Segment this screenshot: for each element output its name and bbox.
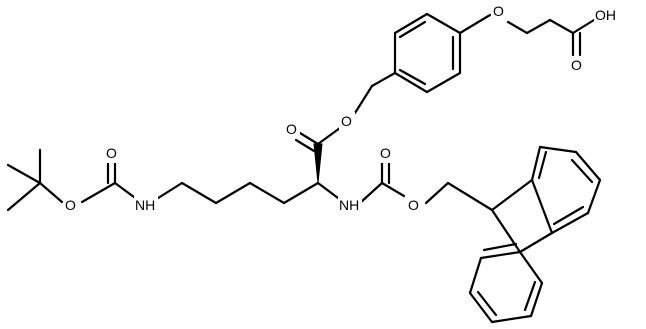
bond-lower-2 [468, 256, 483, 295]
bond-cq-me2 [6, 163, 42, 185]
bond-oboc-cq [38, 181, 64, 204]
atom-n-epsilon: NH [135, 197, 155, 213]
atom-o-ester-single: O [341, 113, 352, 129]
bond-upper-6i [552, 205, 585, 226]
bond-cooh-c2 [548, 18, 575, 35]
bond-upper-4 [574, 150, 602, 182]
bond-side-1 [282, 181, 320, 205]
bond-ccarbonyl-o-a [298, 131, 320, 146]
bond-side-4 [180, 181, 218, 205]
atom-o-boc-carbonyl: O [106, 145, 117, 161]
bond-fluorene-bridge [518, 231, 554, 254]
bond-upper-2 [530, 145, 542, 182]
bond-upper-5 [586, 178, 602, 215]
bond-ch2-c9 [446, 181, 494, 212]
bond-ring-5 [393, 12, 429, 35]
stereo-wedge [313, 143, 323, 184]
bond-lower-6 [518, 250, 544, 285]
bond-upper-3 [538, 145, 578, 154]
atom-n-alpha: NH [339, 197, 359, 213]
bond-lower-3i [476, 290, 498, 317]
atom-o-ether: O [493, 3, 504, 19]
bg-o-boc-ester [63, 196, 79, 214]
bond-ring-2 [425, 71, 462, 94]
bond-side-2 [248, 181, 286, 205]
bond-lower-5i [523, 280, 537, 312]
bond-ring-5i [398, 20, 427, 39]
atom-labels: OH O O O O O O NH NH O O [63, 2, 618, 214]
bond-lower-3 [468, 291, 494, 324]
bond-ccarbamate-oester [380, 181, 406, 198]
bond-calpha-nh [316, 181, 340, 200]
bond-ring-ch2 [370, 71, 397, 88]
bond-ch2-oester [353, 84, 374, 115]
bond-side-3 [214, 181, 252, 205]
bg-o-boc-carbonyl [104, 145, 120, 163]
atom-o-acid-carbonyl: O [571, 57, 582, 73]
atom-oh: OH [595, 7, 616, 23]
bond-ring-6 [425, 12, 462, 35]
bond-lower-1 [479, 250, 522, 260]
bg-n-epsilon [134, 196, 158, 214]
bond-oether-ring [458, 13, 492, 35]
bg-o-fmoc-ester [406, 196, 422, 214]
bond-c3-oether [506, 20, 529, 35]
atom-o-boc-ester: O [65, 197, 76, 213]
bg-o-ester-carbonyl [284, 120, 300, 138]
bond-lower-1i [482, 242, 518, 252]
bg-n-alpha [338, 196, 362, 214]
atom-o-carbamate-carbonyl: O [380, 145, 391, 161]
bond-cq-me3 [6, 181, 42, 212]
bond-ccarbonyl-o-b [294, 138, 316, 153]
bond-oester-ccarbonyl [316, 126, 342, 146]
bond-lower-4 [490, 314, 533, 324]
bond-upper-2i [537, 150, 548, 180]
bg-o-acid [569, 56, 583, 74]
bond-c2-c3 [525, 18, 552, 35]
bond-cooh-oh [571, 18, 596, 35]
bonds [6, 12, 602, 324]
bond-upper-6 [550, 211, 590, 235]
bond-side-5 [153, 181, 184, 202]
bg-o-ether [491, 2, 507, 20]
bg-o-carbamate-carbonyl [378, 145, 394, 163]
bg-oh [594, 6, 618, 24]
bond-ring-3 [393, 71, 429, 94]
bg-o-ester-single [339, 112, 355, 130]
bond-c9-upper [490, 178, 534, 212]
bond-upper-1 [530, 178, 554, 235]
bond-lower-5 [529, 281, 544, 318]
bond-upper-4i [570, 158, 594, 184]
bond-ofmoc-ch2 [424, 181, 450, 205]
bond-ring-3i [398, 68, 427, 86]
bond-cboc-oester [80, 181, 117, 204]
bond-nh-ccarbamate [358, 181, 384, 205]
atom-o-ester-carbonyl: O [286, 121, 297, 137]
atom-o-fmoc-ester: O [408, 197, 419, 213]
